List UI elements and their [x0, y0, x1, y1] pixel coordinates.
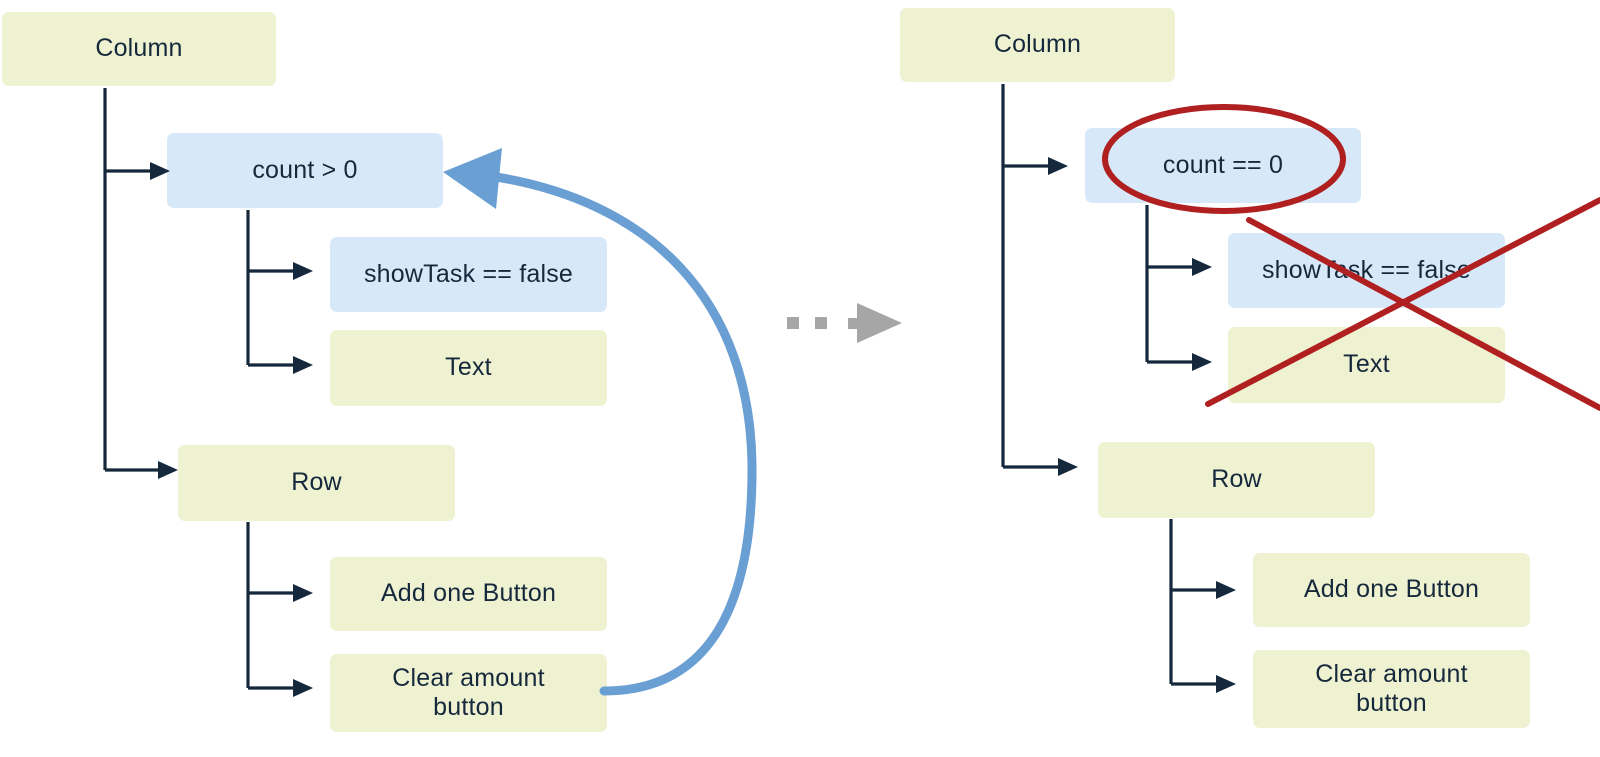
connector-row-to-addone-before	[248, 584, 313, 602]
transition-arrow	[787, 303, 902, 343]
connector-condition-to-text-after	[1147, 353, 1212, 371]
node-add-one-button-before[interactable]: Add one Button	[330, 557, 607, 631]
node-clear-amount-button-before[interactable]: Clear amount button	[330, 654, 607, 732]
connector-row-to-clear-before	[248, 679, 313, 697]
node-row-before[interactable]: Row	[178, 445, 455, 521]
node-showtask-after[interactable]: showTask == false	[1228, 233, 1505, 308]
node-column-after[interactable]: Column	[900, 8, 1175, 82]
node-condition-after[interactable]: count == 0	[1085, 128, 1361, 203]
node-showtask-before[interactable]: showTask == false	[330, 237, 607, 312]
connector-condition-to-showtask-after	[1147, 258, 1212, 276]
connector-condition-to-text-before	[248, 356, 313, 374]
connector-column-to-row-after	[1003, 458, 1078, 476]
node-add-one-button-after[interactable]: Add one Button	[1253, 553, 1530, 627]
node-condition-before[interactable]: count > 0	[167, 133, 443, 208]
node-column-before[interactable]: Column	[2, 12, 276, 86]
connector-row-to-clear-after	[1171, 675, 1236, 693]
node-text-before[interactable]: Text	[330, 330, 607, 406]
connector-column-to-condition-before	[105, 162, 170, 180]
node-row-after[interactable]: Row	[1098, 442, 1375, 518]
node-text-after[interactable]: Text	[1228, 327, 1505, 403]
connector-row-to-addone-after	[1171, 581, 1236, 599]
connector-column-to-row-before	[105, 461, 178, 479]
node-clear-amount-button-after[interactable]: Clear amount button	[1253, 650, 1530, 728]
connector-condition-to-showtask-before	[248, 262, 313, 280]
connector-column-to-condition-after	[1003, 157, 1068, 175]
